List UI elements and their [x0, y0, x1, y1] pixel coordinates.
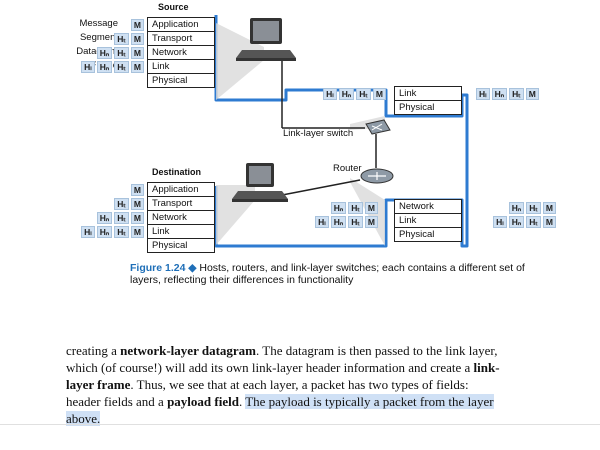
- switch-label: Link-layer switch: [283, 128, 354, 139]
- router-icon: [360, 168, 394, 184]
- router-layer-network: Network: [395, 200, 461, 214]
- destination-protocol-stack: Application Transport Network Link Physi…: [147, 182, 215, 253]
- switch-protocol-stack: Link Physical: [394, 86, 462, 115]
- caption-text: Hosts, routers, and link-layer switches;…: [130, 262, 525, 286]
- text-run: . Thus, we see that at each layer, a pac…: [66, 377, 469, 409]
- row-label-segment: Segment: [79, 32, 118, 43]
- row-label-message: Message: [79, 18, 118, 29]
- term-payload-field: payload field: [167, 394, 239, 409]
- dest-header-message: M: [64, 184, 144, 196]
- text-run: .: [238, 394, 246, 409]
- caption-bullet: ◆: [188, 262, 197, 274]
- body-paragraph: creating a network-layer datagram. The d…: [66, 342, 506, 427]
- term-link-layer-frame: link-layer frame: [66, 360, 500, 392]
- switch-layer-physical: Physical: [399, 102, 435, 113]
- switch-icon: [365, 119, 391, 135]
- text-run: creating a: [66, 343, 121, 358]
- layer-physical: Physical: [152, 75, 188, 86]
- layer-network: Network: [148, 46, 214, 60]
- term-network-layer-datagram: network-layer datagram: [120, 343, 257, 358]
- figure-caption: Figure 1.24 ◆ Hosts, routers, and link-l…: [130, 262, 530, 286]
- text-run: . The datagram is then passed to the lin…: [66, 343, 498, 375]
- source-header-message: M: [64, 19, 144, 31]
- source-label: Source: [158, 2, 189, 12]
- layer-link: Link: [148, 60, 214, 74]
- dest-layer-physical: Physical: [152, 240, 188, 251]
- data-path-line: [214, 15, 469, 248]
- router-protocol-stack: Network Link Physical: [394, 199, 462, 242]
- layer-application: Application: [148, 18, 214, 32]
- wire-dest-router: [276, 179, 361, 197]
- dest-layer-application: Application: [148, 183, 214, 197]
- router-label: Router: [333, 163, 362, 174]
- figure-number: Figure 1.24: [130, 262, 186, 274]
- dest-layer-transport: Transport: [148, 197, 214, 211]
- switch-layer-link: Link: [395, 87, 461, 101]
- layer-transport: Transport: [148, 32, 214, 46]
- source-protocol-stack: Application Transport Network Link Physi…: [147, 17, 215, 88]
- dest-layer-link: Link: [148, 225, 214, 239]
- source-computer-icon: [236, 18, 296, 61]
- destination-label: Destination: [152, 167, 202, 177]
- dest-layer-network: Network: [148, 211, 214, 225]
- page-divider: [0, 424, 600, 425]
- router-layer-link: Link: [395, 214, 461, 228]
- destination-computer-icon: [232, 163, 288, 202]
- router-layer-physical: Physical: [399, 229, 435, 240]
